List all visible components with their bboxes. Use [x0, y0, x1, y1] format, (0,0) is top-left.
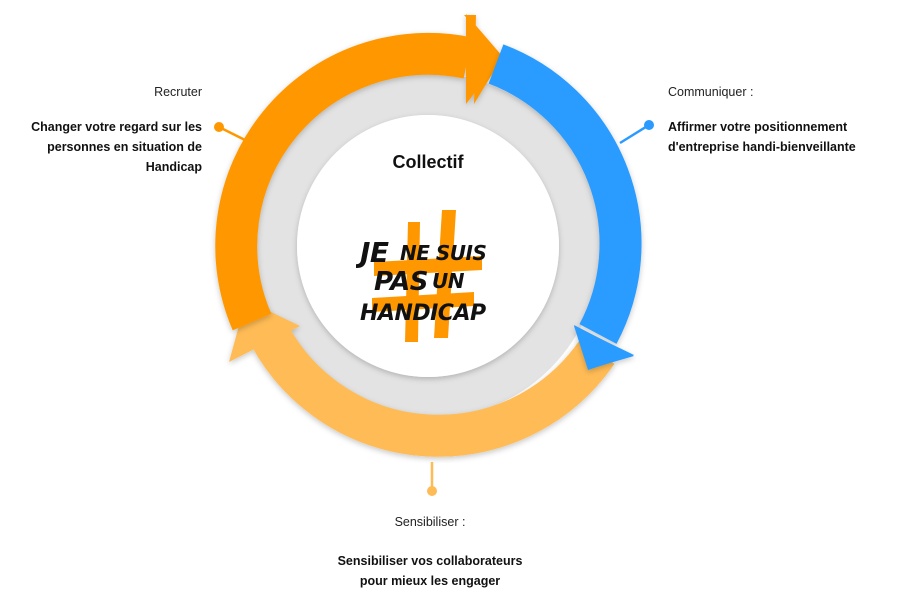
logo-word-handicap: HANDICAP	[360, 301, 486, 326]
communiquer-desc-line: Affirmer votre positionnement	[668, 120, 848, 134]
logo-word-pas: PAS	[374, 267, 428, 297]
communiquer-title: Communiquer :	[668, 85, 754, 99]
logo-word-ne-suis: NE SUIS	[400, 241, 486, 265]
hashtag-icon	[372, 210, 482, 342]
label-communiquer: Communiquer : Affirmer votre positionnem…	[668, 82, 898, 157]
connector-sensibiliser	[427, 462, 437, 496]
recruter-title: Recruter	[154, 85, 202, 99]
connector-communiquer	[619, 120, 654, 145]
logo-word-un: UN	[432, 269, 465, 293]
communiquer-description: Affirmer votre positionnement d'entrepri…	[668, 117, 898, 157]
logo-word-je: JE	[356, 236, 389, 269]
communiquer-desc-line: d'entreprise handi-bienveillante	[668, 140, 856, 154]
sensibiliser-desc-line: pour mieux les engager	[359, 574, 501, 588]
center-disc	[297, 115, 559, 377]
recruter-desc-line: personnes en situation de	[47, 140, 202, 154]
connector-recruter	[214, 122, 254, 146]
sensibiliser-title: Sensibiliser :	[394, 515, 466, 529]
recruter-description: Changer votre regard sur les personnes e…	[0, 117, 202, 177]
label-recruter: Recruter Changer votre regard sur les pe…	[0, 82, 202, 177]
recruter-desc-line: Changer votre regard sur les	[31, 120, 202, 134]
jnsph-logo: JE NE SUIS PAS UN HANDICAP	[355, 210, 506, 350]
inner-grey-ring	[255, 73, 601, 419]
recruter-desc-line: Handicap	[145, 160, 202, 174]
sensibiliser-description: Sensibiliser vos collaborateurs pour mie…	[318, 551, 542, 591]
arc-recruter	[215, 14, 503, 331]
center-title: Collectif	[392, 152, 464, 172]
arc-communiquer	[488, 44, 642, 370]
label-sensibiliser: Sensibiliser : Sensibiliser vos collabor…	[318, 512, 542, 591]
sensibiliser-desc-line: Sensibiliser vos collaborateurs	[337, 554, 523, 568]
